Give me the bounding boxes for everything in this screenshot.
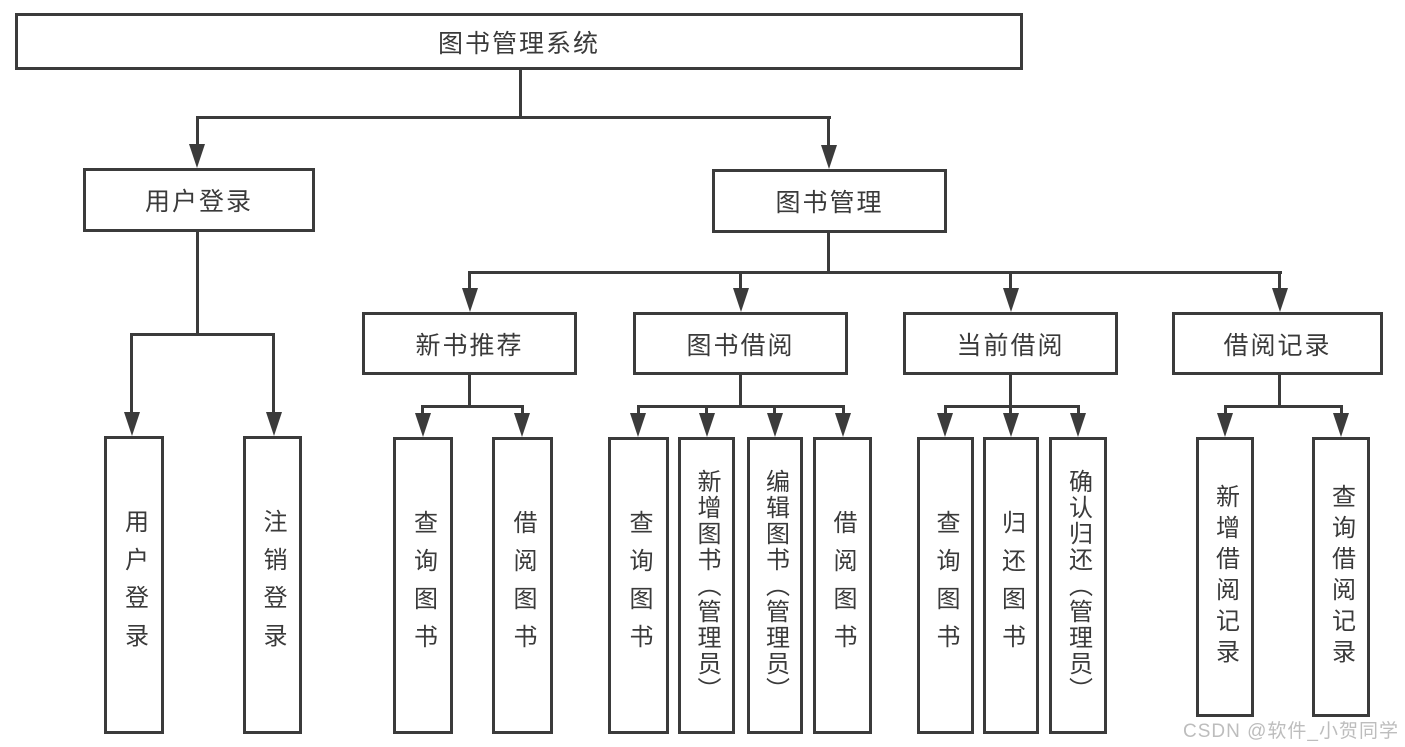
arrow-down-icon: [630, 413, 646, 437]
node-user-login: 用户登录: [83, 168, 315, 232]
leaf-confirm-return-admin: 确认归还（管理员）: [1049, 437, 1107, 734]
leaf-add-books-admin: 新增图书（管理员）: [678, 437, 735, 734]
node-borrow-records: 借阅记录: [1172, 312, 1383, 375]
connector-line: [1077, 405, 1080, 417]
leaf-label: 新增图书（管理员）: [693, 468, 720, 703]
node-library-system: 图书管理系统: [15, 13, 1023, 70]
connector-line: [421, 405, 524, 408]
leaf-current-query-books: 查询图书: [917, 437, 974, 734]
connector-line: [130, 333, 275, 336]
arrow-down-icon: [1003, 288, 1019, 312]
node-label: 图书管理系统: [437, 29, 600, 58]
leaf-label: 新增借阅记录: [1211, 484, 1239, 670]
arrow-down-icon: [189, 144, 205, 168]
leaf-query-borrow-record: 查询借阅记录: [1312, 437, 1370, 717]
connector-line: [637, 405, 845, 408]
connector-line: [468, 375, 471, 408]
connector-line: [1009, 405, 1012, 417]
arrow-down-icon: [462, 288, 478, 312]
connector-line: [1340, 405, 1343, 417]
leaf-return-books: 归还图书: [983, 437, 1039, 734]
connector-line: [196, 116, 831, 119]
connector-line: [739, 271, 742, 291]
leaf-label: 查询图书: [625, 509, 652, 662]
leaf-label: 编辑图书（管理员）: [761, 468, 789, 703]
node-book-management: 图书管理: [712, 169, 947, 233]
connector-line: [944, 405, 947, 417]
leaf-recommend-query-books: 查询图书: [393, 437, 453, 734]
leaf-borrowing-borrow-books: 借阅图书: [813, 437, 872, 734]
leaf-label: 确认归还（管理员）: [1064, 468, 1092, 703]
node-book-borrowing: 图书借阅: [633, 312, 848, 375]
arrow-down-icon: [415, 413, 431, 437]
connector-line: [519, 70, 522, 118]
arrow-down-icon: [1217, 413, 1233, 437]
arrow-down-icon: [937, 413, 953, 437]
connector-line: [827, 233, 830, 274]
connector-line: [773, 405, 776, 417]
leaf-label: 注销登录: [259, 509, 286, 661]
watermark: CSDN @软件_小贺同学: [1183, 721, 1399, 742]
leaf-label: 查询借阅记录: [1327, 484, 1355, 670]
node-label: 图书借阅: [686, 331, 795, 360]
connector-line: [637, 405, 640, 417]
connector-line: [272, 333, 275, 415]
node-label: 借阅记录: [1223, 331, 1332, 360]
arrow-down-icon: [733, 288, 749, 312]
leaf-label: 查询图书: [932, 509, 959, 662]
connector-line: [1224, 405, 1343, 408]
arrow-down-icon: [266, 412, 282, 436]
connector-line: [521, 405, 524, 417]
connector-line: [1278, 271, 1281, 291]
leaf-edit-books-admin: 编辑图书（管理员）: [747, 437, 803, 734]
connector-line: [196, 116, 199, 148]
arrow-down-icon: [514, 413, 530, 437]
leaf-label: 归还图书: [997, 509, 1025, 662]
connector-line: [705, 405, 708, 417]
leaf-user-login: 用户登录: [104, 436, 164, 734]
arrow-down-icon: [1003, 413, 1019, 437]
leaf-label: 借阅图书: [829, 509, 856, 662]
connector-line: [468, 271, 1282, 274]
leaf-label: 用户登录: [120, 509, 148, 661]
connector-line: [1009, 271, 1012, 291]
leaf-recommend-borrow-books: 借阅图书: [492, 437, 553, 734]
arrow-down-icon: [124, 412, 140, 436]
arrow-down-icon: [1272, 288, 1288, 312]
leaf-label: 查询图书: [409, 509, 437, 662]
arrow-down-icon: [699, 413, 715, 437]
connector-line: [1224, 405, 1227, 417]
leaf-borrowing-query-books: 查询图书: [608, 437, 669, 734]
node-current-borrowing: 当前借阅: [903, 312, 1118, 375]
node-label: 新书推荐: [415, 331, 524, 360]
arrow-down-icon: [767, 413, 783, 437]
connector-line: [468, 271, 471, 291]
arrow-down-icon: [821, 145, 837, 169]
leaf-label: 借阅图书: [509, 509, 536, 662]
node-label: 当前借阅: [956, 331, 1065, 360]
leaf-add-borrow-record: 新增借阅记录: [1196, 437, 1254, 717]
arrow-down-icon: [835, 413, 851, 437]
connector-line: [827, 116, 830, 149]
connector-line: [944, 405, 1080, 408]
leaf-logout: 注销登录: [243, 436, 302, 734]
node-label: 用户登录: [144, 188, 253, 216]
arrow-down-icon: [1333, 413, 1349, 437]
connector-line: [1278, 375, 1281, 408]
connector-line: [196, 232, 199, 336]
arrow-down-icon: [1070, 413, 1086, 437]
node-label: 图书管理: [775, 189, 884, 217]
connector-line: [1009, 375, 1012, 408]
connector-line: [739, 375, 742, 408]
connector-line: [421, 405, 424, 417]
connector-line: [842, 405, 845, 417]
node-new-book-recommend: 新书推荐: [362, 312, 577, 375]
connector-line: [130, 333, 133, 415]
